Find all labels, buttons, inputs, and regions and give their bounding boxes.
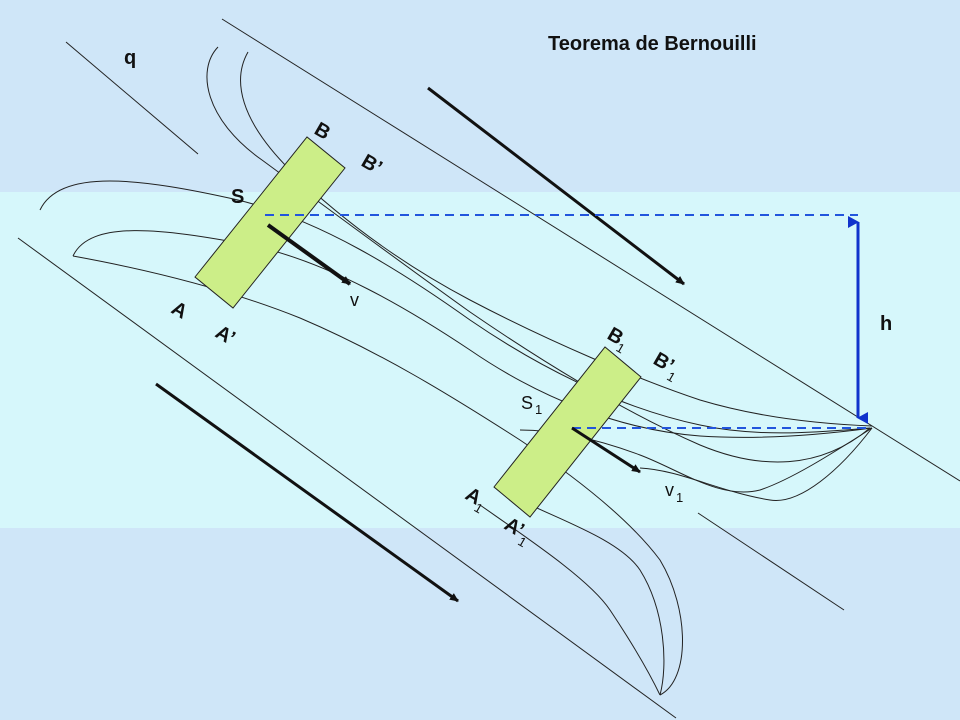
diagram-title: Teorema de Bernouilli (548, 33, 757, 55)
streamline-8 (519, 499, 665, 696)
label-v1-main: v (665, 480, 674, 500)
label-B: B (311, 118, 335, 144)
streamline-9 (479, 504, 661, 696)
label-S1-sub: 1 (535, 402, 542, 417)
label-v1-sub: 1 (676, 490, 683, 505)
outer-line-left-top (65, 41, 199, 155)
outer-line-lower (17, 237, 677, 719)
label-q: q (124, 47, 136, 69)
outer-line-right-bottom (697, 512, 845, 611)
streamline-1 (206, 46, 871, 463)
label-A-prime: A’ (212, 321, 239, 350)
velocity-arrow-v1 (571, 426, 641, 474)
label-S1-main: S (521, 393, 533, 413)
label-v1: v 1 (665, 480, 683, 505)
outer-line-upper (221, 18, 960, 482)
streamline-5 (72, 255, 683, 696)
label-A1-prime: A’ 1 (501, 513, 530, 550)
flow-arrow-bottom (155, 382, 459, 603)
background-band-bottom (0, 528, 960, 720)
tube-section-lower (493, 346, 642, 518)
label-S1: S 1 (521, 393, 542, 417)
background-band-top (0, 0, 960, 192)
label-A: A (168, 297, 192, 323)
label-B-prime: B’ (358, 150, 386, 179)
streamline-7 (639, 427, 873, 501)
label-v: v (350, 290, 359, 310)
flow-arrow-top (427, 86, 685, 286)
streamline-3 (39, 180, 871, 434)
streamline-2 (240, 51, 873, 427)
label-B1-prime: B’ 1 (650, 348, 679, 385)
streamlines (17, 18, 960, 719)
label-A1: A 1 (462, 483, 486, 516)
tube-section-upper (194, 136, 346, 309)
label-S: S (231, 186, 244, 208)
streamline-4 (72, 230, 873, 438)
label-h: h (880, 313, 892, 335)
velocity-arrow-v (266, 223, 352, 286)
